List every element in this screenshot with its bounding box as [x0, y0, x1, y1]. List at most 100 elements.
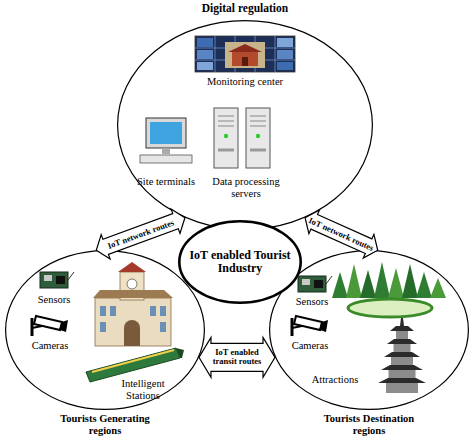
trees-illustration — [416, 272, 432, 298]
sensor-icon — [56, 276, 65, 284]
part-label: Sensors — [24, 294, 84, 306]
site-terminal-icon — [140, 118, 192, 163]
part-label: Attractions — [300, 374, 370, 386]
station-illustration — [93, 290, 173, 298]
station-illustration — [127, 279, 137, 289]
trees-illustration — [430, 278, 446, 298]
pagoda-illustration — [394, 344, 411, 352]
pagoda-illustration — [378, 318, 426, 393]
trees-illustration — [374, 262, 390, 298]
pagoda-illustration — [381, 365, 423, 370]
hub-ellipse: IoT enabled Tourist Industry — [178, 220, 302, 304]
station-illustration — [124, 320, 140, 346]
camera-icon — [34, 316, 62, 330]
station-illustration — [86, 348, 180, 382]
ellipse-shape — [6, 251, 205, 410]
region-heading: Tourists Destination regions — [319, 413, 419, 436]
sensor-icon — [298, 276, 326, 292]
station-illustration — [95, 298, 171, 346]
monitoring-center-icon — [277, 50, 293, 59]
camera-icon — [60, 320, 68, 332]
trees-illustration — [360, 270, 376, 298]
monitoring-center-icon — [277, 38, 293, 47]
camera-icon — [320, 320, 328, 332]
monitoring-center-icon — [232, 52, 258, 66]
edge-label: IoT network routes — [98, 215, 184, 254]
pagoda-illustration — [400, 318, 404, 326]
server-icon — [218, 149, 266, 152]
trees-illustration — [332, 262, 446, 317]
pagoda-illustration — [389, 370, 416, 378]
ellipse-shape — [179, 221, 300, 302]
camera-icon — [292, 326, 302, 328]
edge-label: IoT enabled transit routes — [205, 348, 269, 367]
camera-icon — [294, 316, 322, 330]
station-illustration — [176, 348, 184, 358]
sensor-icon — [40, 272, 68, 288]
monitoring-center-icon — [228, 44, 262, 52]
part-label: Intelligent Stations — [112, 378, 174, 401]
server-icon — [246, 108, 270, 168]
monitoring-center-icon — [195, 36, 295, 72]
pagoda-illustration — [390, 326, 414, 331]
monitoring-center-icon — [195, 36, 295, 72]
monitoring-center-icon — [277, 62, 293, 70]
ellipse-shape — [118, 21, 373, 230]
region-heading: Digital regulation — [97, 2, 393, 15]
part-label: Site terminals — [126, 176, 206, 188]
server-icon — [218, 116, 266, 126]
sensor-icon — [68, 272, 74, 280]
server-icon — [256, 134, 260, 138]
part-label: Cameras — [20, 340, 80, 352]
pagoda-illustration — [378, 378, 426, 383]
camera-icon — [32, 316, 68, 336]
sensor-icon — [44, 275, 52, 281]
site-terminal-icon — [140, 155, 192, 163]
trees-illustration — [348, 299, 432, 317]
pagoda-illustration — [391, 357, 413, 365]
part-label: Sensors — [282, 296, 342, 308]
trees-illustration — [402, 264, 418, 298]
sensor-icon — [40, 272, 74, 288]
ellipse-outline — [5, 250, 205, 410]
sensor-icon — [314, 280, 323, 288]
pagoda-illustration — [386, 383, 418, 393]
monitoring-center-icon — [225, 42, 265, 68]
hub-title: IoT enabled Tourist Industry — [188, 249, 292, 275]
monitoring-center-icon — [197, 38, 213, 47]
monitoring-center-icon — [242, 57, 248, 66]
camera-icon — [32, 326, 42, 328]
station-illustration — [86, 262, 184, 382]
pagoda-illustration — [387, 339, 417, 344]
region-ellipse: Tourists Generating regions — [5, 250, 205, 410]
edge-label: IoT network routes — [299, 212, 383, 257]
trees-illustration — [346, 264, 362, 298]
ellipse-shape — [270, 251, 469, 410]
site-terminal-icon — [146, 118, 186, 148]
part-label: Monitoring center — [185, 76, 305, 88]
region-heading: Tourists Generating regions — [55, 413, 155, 436]
monitoring-center-icon — [197, 50, 213, 59]
station-illustration — [92, 350, 174, 372]
server-icon — [214, 108, 270, 168]
camera-icon — [292, 316, 328, 336]
pagoda-illustration — [384, 352, 420, 357]
monitoring-center-icon — [195, 36, 295, 72]
site-terminal-icon — [150, 122, 182, 144]
sensor-icon — [302, 279, 310, 285]
monitoring-center-icon — [197, 62, 213, 70]
sensor-icon — [298, 276, 332, 292]
server-icon — [214, 108, 238, 168]
station-illustration — [118, 262, 146, 272]
site-terminal-icon — [162, 148, 170, 154]
pagoda-illustration — [396, 331, 408, 339]
part-label: Cameras — [280, 340, 340, 352]
hollow-arrow — [199, 337, 275, 377]
hollow-arrow — [96, 209, 185, 259]
trees-illustration — [332, 272, 348, 298]
part-label: Data processing servers — [204, 176, 288, 199]
server-icon — [224, 134, 228, 138]
sensor-icon — [326, 276, 332, 284]
trees-illustration — [388, 268, 404, 298]
